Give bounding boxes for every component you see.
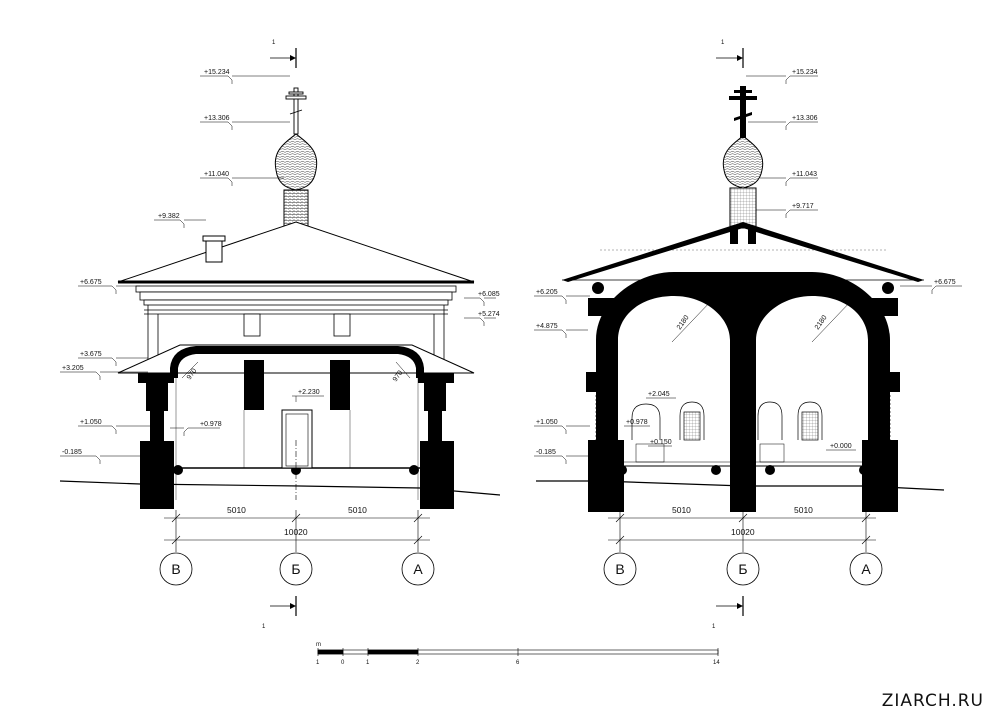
section-mark-bottom-right: 1	[712, 624, 716, 630]
svg-text:+0.150: +0.150	[650, 439, 672, 446]
scale-unit: m	[316, 642, 321, 648]
svg-text:+4.875: +4.875	[536, 323, 558, 330]
drum-left	[283, 189, 309, 227]
twin-arches-right	[596, 272, 890, 512]
level-labels-right: +15.234 +13.306 +11.043 +9.717 +6.675 +6…	[536, 69, 956, 456]
svg-text:+1.050: +1.050	[80, 419, 102, 426]
axis-label-right-a: А	[861, 561, 871, 577]
level-markers-left	[60, 75, 496, 464]
svg-text:1: 1	[366, 660, 370, 666]
svg-text:+0.978: +0.978	[200, 421, 222, 428]
svg-text:+9.717: +9.717	[792, 203, 814, 210]
section-mark-bottom-left: 1	[262, 624, 266, 630]
scale-bar	[317, 648, 719, 656]
svg-text:+1.050: +1.050	[536, 419, 558, 426]
right-section	[536, 86, 945, 512]
columns-left	[138, 360, 454, 509]
svg-text:2: 2	[416, 660, 420, 666]
svg-text:+11.040: +11.040	[204, 171, 229, 178]
watermark-text: ZIARCH.RU	[881, 691, 984, 711]
dimension-lines-left	[164, 510, 430, 552]
door-left	[281, 409, 313, 469]
cross-left	[285, 87, 307, 135]
svg-text:+6.205: +6.205	[536, 289, 558, 296]
svg-text:+2.230: +2.230	[298, 389, 320, 396]
dome-right	[722, 135, 764, 189]
section-mark-top-left: 1	[272, 40, 276, 46]
svg-text:+13.306: +13.306	[204, 115, 230, 122]
svg-text:+6.675: +6.675	[80, 279, 102, 286]
svg-text:+3.675: +3.675	[80, 351, 102, 358]
svg-text:14: 14	[713, 660, 720, 666]
svg-text:0: 0	[341, 660, 345, 666]
svg-text:6: 6	[516, 660, 520, 666]
svg-text:+6.085: +6.085	[478, 291, 500, 298]
wall-details-right	[586, 282, 900, 512]
drum-right	[729, 187, 757, 229]
dome-left	[274, 133, 318, 191]
span-label-left-1: 5010	[227, 505, 246, 515]
svg-text:+0.000: +0.000	[830, 443, 852, 450]
level-labels-left: +15.234 +13.306 +11.040 +9.382 +6.675 +6…	[62, 69, 500, 456]
svg-text:+15.234: +15.234	[792, 69, 818, 76]
svg-text:+6.675: +6.675	[934, 279, 956, 286]
svg-text:+15.234: +15.234	[204, 69, 230, 76]
axis-label-right-v: В	[615, 561, 624, 577]
arch-beam-left	[170, 346, 424, 378]
dimension-lines-right	[608, 510, 876, 552]
svg-text:+3.205: +3.205	[62, 365, 84, 372]
svg-text:+9.382: +9.382	[158, 213, 180, 220]
total-label-left: 10020	[284, 527, 308, 537]
svg-text:1: 1	[316, 660, 320, 666]
main-roof-left	[117, 221, 475, 283]
svg-text:2180: 2180	[814, 314, 829, 331]
axis-label-left-a: А	[413, 561, 423, 577]
svg-text:+0.978: +0.978	[626, 419, 648, 426]
windows-right	[631, 401, 823, 441]
svg-text:+2.045: +2.045	[648, 391, 670, 398]
span-label-right-1: 5010	[672, 505, 691, 515]
section-marks-right	[716, 48, 744, 616]
axis-label-left-v: В	[171, 561, 180, 577]
axis-bubbles-left	[159, 552, 435, 586]
svg-text:-0.185: -0.185	[62, 449, 82, 456]
section-mark-top-right: 1	[721, 40, 725, 46]
left-elevation	[59, 87, 501, 509]
axis-label-left-b: Б	[291, 561, 300, 577]
scale-ticks: 1 0 1 2 6 14	[316, 660, 720, 666]
section-marks-left	[270, 48, 297, 616]
axis-label-right-b: Б	[738, 561, 747, 577]
level-markers-right	[534, 75, 962, 464]
svg-text:2180: 2180	[676, 314, 691, 331]
axis-bubbles-right	[603, 552, 883, 586]
span-label-left-2: 5010	[348, 505, 367, 515]
span-label-right-2: 5010	[794, 505, 813, 515]
svg-text:+13.306: +13.306	[792, 115, 818, 122]
total-label-right: 10020	[731, 527, 755, 537]
chimney-left	[205, 239, 223, 263]
svg-text:-0.185: -0.185	[536, 449, 556, 456]
svg-text:+5.274: +5.274	[478, 311, 500, 318]
svg-text:+11.043: +11.043	[792, 171, 817, 178]
cross-right	[729, 86, 757, 138]
